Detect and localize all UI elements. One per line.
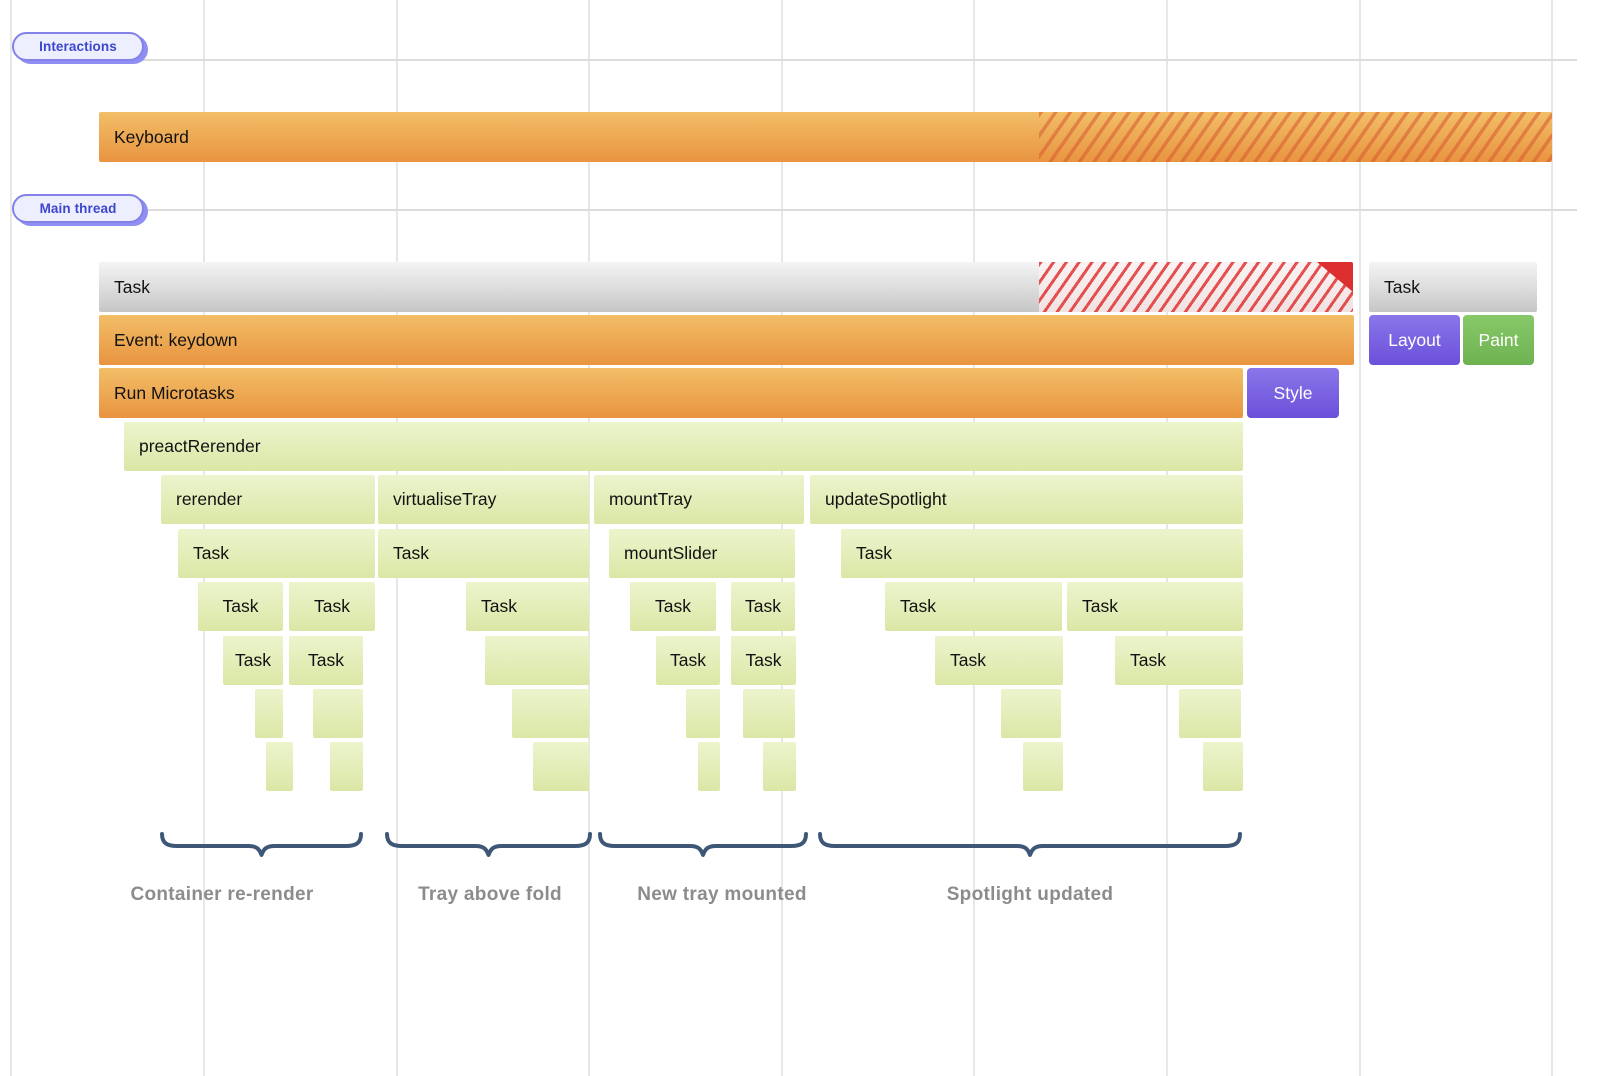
bar-call-block[interactable] [313,689,363,738]
track-label-interactions[interactable]: Interactions [12,32,144,61]
bar-label: Run Microtasks [114,382,235,403]
bar-task[interactable]: Task [223,636,283,685]
bar-call-block[interactable] [330,742,363,791]
bar-task[interactable]: Task [198,582,283,631]
annotation-label: Tray above fold [418,884,562,905]
bar-rerender[interactable]: rerender [161,475,375,524]
bar-run-microtasks[interactable]: Run Microtasks [99,368,1243,418]
bar-label: Task [308,650,344,670]
gridline-vertical [1551,0,1553,1076]
bar-mount-slider[interactable]: mountSlider [609,529,795,578]
bar-label: mountTray [609,489,692,509]
bar-label: Style [1273,382,1313,403]
bar-label: updateSpotlight [825,489,947,509]
bar-task[interactable]: Task [656,636,720,685]
bar-label: Task [235,650,271,670]
bar-label: Task [655,596,691,616]
bar-task[interactable]: Task [1067,582,1243,631]
bar-style-recalc[interactable]: Style [1247,368,1339,418]
bar-call-block[interactable] [533,742,589,791]
bar-label: preactRerender [139,436,261,456]
annotation-brace [598,832,808,857]
bar-task[interactable]: Task [731,636,796,685]
bar-preact-rerender[interactable]: preactRerender [124,422,1243,471]
bar-paint[interactable]: Paint [1463,315,1534,365]
bar-layout[interactable]: Layout [1369,315,1460,365]
bar-task-after[interactable]: Task [1369,262,1537,312]
bar-call-block[interactable] [485,636,589,685]
bar-label: Task [222,596,259,616]
bar-task[interactable]: Task [178,529,375,578]
bar-label: virtualiseTray [393,489,497,509]
bar-task[interactable]: Task [378,529,589,578]
bar-call-block[interactable] [1179,689,1241,738]
bar-label: rerender [176,489,243,509]
bar-task[interactable]: Task [731,582,795,631]
bar-call-block[interactable] [255,689,283,738]
gridline-vertical [588,0,590,1076]
bar-call-block[interactable] [743,689,795,738]
track-label-main-thread[interactable]: Main thread [12,194,144,223]
bar-task[interactable]: Task [289,582,375,631]
gridline-vertical [10,0,12,1076]
bar-label: Task [745,596,781,616]
annotation-brace [818,832,1242,857]
bar-call-block[interactable] [698,742,720,791]
bar-task[interactable]: Task [630,582,716,631]
bar-task[interactable]: Task [289,636,363,685]
bar-call-block[interactable] [763,742,796,791]
overrun-hatch-orange [1039,112,1552,162]
annotation-label: Container re-render [130,884,314,905]
long-task-warning-triangle-icon [1317,262,1353,292]
bar-label: Task [193,543,229,563]
bar-call-block[interactable] [686,689,720,738]
bar-call-block[interactable] [512,689,589,738]
annotation-label: Spotlight updated [946,884,1114,905]
bar-label: Paint [1478,329,1519,350]
bar-label: Task [1130,650,1166,670]
bar-task-long[interactable]: Task [99,262,1353,312]
bar-call-block[interactable] [1023,742,1063,791]
bar-call-block[interactable] [1203,742,1243,791]
bar-label: Task [950,650,986,670]
bar-label: Task [114,276,150,297]
bar-update-spotlight[interactable]: updateSpotlight [810,475,1243,524]
annotation-label: New tray mounted [637,884,807,905]
bar-task[interactable]: Task [841,529,1243,578]
bar-keyboard-interaction[interactable]: Keyboard [99,112,1552,162]
track-separator-line [76,59,1577,61]
gridline-vertical [1359,0,1361,1076]
bar-label: Task [1384,276,1420,297]
bar-call-block[interactable] [266,742,293,791]
bar-virtualise-tray[interactable]: virtualiseTray [378,475,589,524]
bar-label: Task [745,650,782,670]
annotation-brace [160,832,363,857]
track-separator-line [76,209,1577,211]
bar-label: Event: keydown [114,329,238,350]
bar-label: Task [670,650,706,670]
annotation-brace [385,832,592,857]
bar-task[interactable]: Task [885,582,1062,631]
bar-task[interactable]: Task [935,636,1063,685]
overrun-hatch-red [1039,262,1353,312]
bar-label: Task [856,543,892,563]
bar-event-keydown[interactable]: Event: keydown [99,315,1354,365]
bar-label: Task [900,596,936,616]
bar-task[interactable]: Task [466,582,589,631]
bar-label: Task [481,596,517,616]
bar-call-block[interactable] [1001,689,1061,738]
bar-label: Layout [1388,329,1441,350]
bar-task[interactable]: Task [1115,636,1243,685]
bar-label: Task [1082,596,1118,616]
bar-label: Task [314,596,350,616]
bar-mount-tray[interactable]: mountTray [594,475,804,524]
bar-label: Keyboard [114,126,189,147]
bar-label: Task [393,543,429,563]
bar-label: mountSlider [624,543,718,563]
